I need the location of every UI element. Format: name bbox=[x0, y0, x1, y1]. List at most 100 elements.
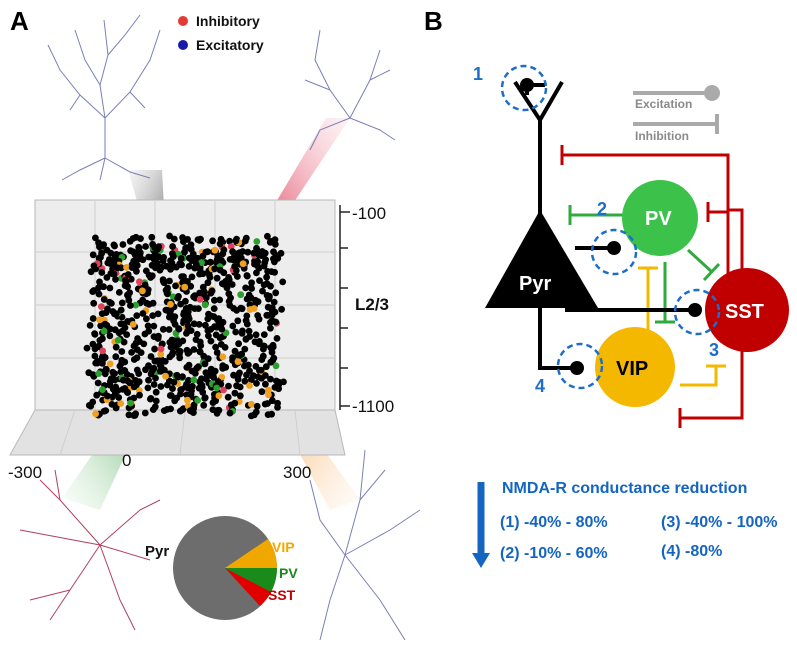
pie-label-sst: SST bbox=[268, 587, 296, 603]
cell-dot bbox=[199, 252, 207, 260]
cell-dot bbox=[226, 237, 234, 245]
pv-node bbox=[622, 180, 698, 256]
cell-dot bbox=[106, 298, 113, 306]
cell-dot bbox=[139, 296, 147, 304]
cell-dot bbox=[145, 327, 153, 335]
cell-dot bbox=[129, 235, 137, 242]
pie-slice-sst bbox=[225, 568, 271, 606]
cell-dot bbox=[230, 305, 238, 312]
cell-dot bbox=[177, 255, 185, 262]
cell-dot bbox=[182, 297, 189, 305]
cell-dot bbox=[114, 264, 121, 272]
cell-dot bbox=[229, 322, 237, 330]
cell-dot bbox=[190, 320, 198, 328]
cell-dot bbox=[238, 329, 246, 337]
cell-dot bbox=[198, 259, 205, 266]
cell-dot bbox=[144, 322, 152, 330]
cell-dot bbox=[127, 399, 134, 407]
cell-dot bbox=[152, 374, 159, 382]
cell-dot bbox=[181, 283, 189, 291]
cell-dot bbox=[169, 349, 177, 357]
cell-dot bbox=[267, 375, 274, 383]
cell-dot bbox=[263, 273, 270, 281]
cell-dot bbox=[112, 343, 120, 351]
cell-dot bbox=[190, 376, 198, 384]
synapse-2-terminal bbox=[607, 241, 621, 255]
cell-dot bbox=[247, 284, 255, 292]
cell-dot bbox=[90, 262, 98, 270]
pv-sst-terminal bbox=[702, 262, 721, 282]
cell-dot bbox=[100, 327, 108, 335]
excitatory-marker bbox=[178, 40, 188, 50]
cell-dot bbox=[136, 278, 143, 286]
pyr-to-vip bbox=[538, 300, 575, 370]
cell-dot bbox=[161, 358, 169, 365]
cell-dot bbox=[111, 370, 118, 377]
cell-dot bbox=[207, 365, 215, 373]
cell-dot bbox=[243, 272, 251, 279]
x-tick-left: -300 bbox=[8, 463, 42, 482]
cell-dot bbox=[239, 260, 247, 268]
cell-dot bbox=[173, 263, 180, 271]
cell-dot bbox=[254, 262, 261, 270]
cell-dot bbox=[145, 362, 152, 370]
cell-dot bbox=[176, 351, 183, 358]
cell-dot bbox=[261, 259, 269, 267]
cell-dot bbox=[129, 321, 137, 328]
cell-dot bbox=[108, 401, 116, 408]
z-tick-bottom: -1100 bbox=[352, 397, 394, 416]
cell-dot bbox=[170, 235, 178, 243]
cell-dot bbox=[213, 384, 221, 392]
cell-dot bbox=[226, 409, 234, 417]
cell-dot bbox=[207, 258, 214, 266]
cell-dot bbox=[245, 291, 253, 299]
cell-dot bbox=[106, 332, 114, 340]
cell-dot bbox=[166, 377, 173, 385]
cell-dot bbox=[100, 241, 107, 249]
cell-dot bbox=[95, 284, 102, 292]
sst-to-vip bbox=[680, 392, 744, 420]
cell-dot bbox=[128, 264, 136, 271]
cell-dot bbox=[190, 346, 198, 353]
cell-dot bbox=[235, 253, 243, 261]
cell-dot bbox=[225, 290, 233, 298]
connection-legend: Excitation Inhibition bbox=[633, 85, 720, 143]
cell-dot bbox=[139, 310, 147, 317]
cell-dot bbox=[253, 380, 260, 387]
cell-dot bbox=[195, 321, 203, 328]
legend-excitation: Excitation bbox=[635, 97, 692, 111]
pyr-node bbox=[485, 210, 598, 308]
cell-dot bbox=[150, 364, 158, 372]
cell-dot bbox=[255, 250, 262, 258]
synapse-1-terminal bbox=[520, 78, 534, 92]
cell-dot bbox=[168, 336, 176, 344]
cell-dot bbox=[122, 276, 129, 284]
cell-dot bbox=[172, 282, 179, 290]
synapse-4-terminal bbox=[570, 361, 584, 375]
cell-dot bbox=[141, 409, 149, 417]
cell-dot bbox=[157, 351, 165, 358]
synapse-3-number: 3 bbox=[709, 340, 719, 360]
cell-dot bbox=[96, 278, 103, 286]
cell-dot bbox=[246, 333, 254, 340]
legend-inhibitory: Inhibitory bbox=[196, 13, 260, 29]
cell-dot bbox=[255, 315, 263, 323]
cell-dot bbox=[143, 315, 150, 323]
cell-dot bbox=[123, 371, 131, 378]
sst-to-pyr-dendrite bbox=[562, 153, 730, 288]
cell-dot bbox=[269, 341, 277, 349]
cell-dot bbox=[277, 249, 285, 257]
cell-dot bbox=[94, 379, 102, 387]
cell-dot bbox=[85, 402, 93, 409]
cell-dot bbox=[194, 397, 202, 404]
cell-dot bbox=[83, 344, 91, 352]
cell-dot bbox=[151, 244, 159, 252]
pv-node-label: PV bbox=[645, 208, 672, 230]
cell-dot bbox=[260, 345, 267, 353]
cell-dot bbox=[112, 276, 119, 283]
cell-dot bbox=[271, 384, 279, 391]
cell-dot bbox=[262, 380, 269, 388]
cell-dot bbox=[139, 287, 146, 295]
cell-dot bbox=[110, 241, 118, 249]
panel-b-label: B bbox=[424, 6, 443, 36]
